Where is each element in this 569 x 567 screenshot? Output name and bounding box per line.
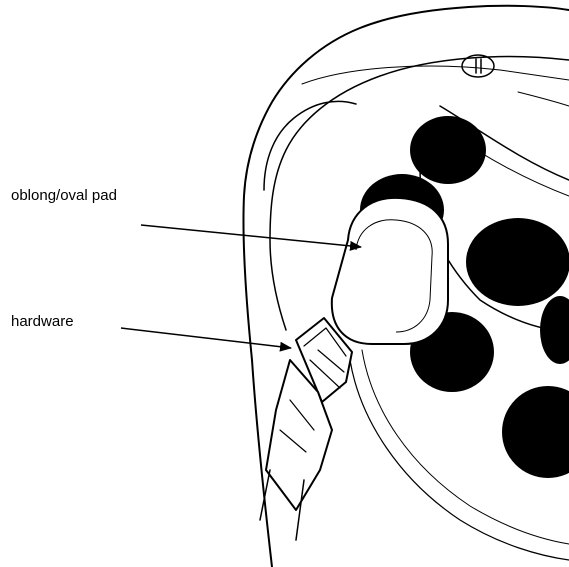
shell-rim-edge	[302, 66, 569, 84]
arrow-icon	[121, 328, 291, 348]
pad-circle	[410, 116, 486, 184]
visor-screw	[462, 55, 494, 77]
arrow-icon	[141, 225, 361, 247]
pad-circle	[466, 218, 569, 306]
pad-circle	[502, 386, 569, 478]
oblong-oval-pad-shape	[332, 198, 448, 344]
top-seam	[518, 92, 569, 106]
hardware-label: hardware	[11, 313, 74, 331]
pad-circle	[540, 296, 569, 364]
strap-and-hardware	[260, 318, 352, 540]
liner-edge	[264, 101, 356, 190]
oblong-oval-pad-label: oblong/oval pad	[11, 187, 117, 205]
